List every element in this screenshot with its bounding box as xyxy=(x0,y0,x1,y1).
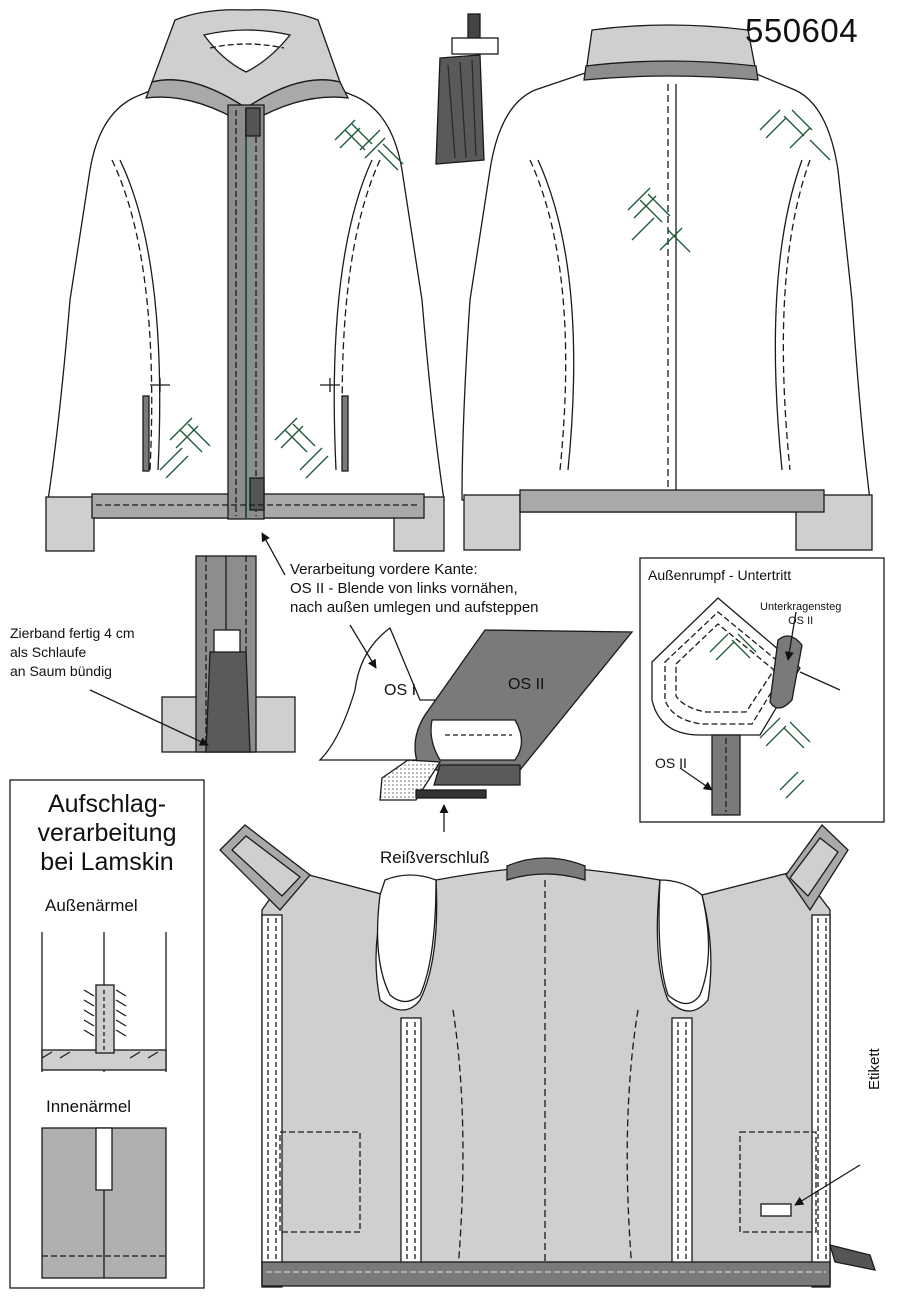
aufschlag-title-line: Aufschlag- xyxy=(47,790,167,818)
front-edge-note-line: nach außen umlegen und aufsteppen xyxy=(290,599,539,616)
aussenrumpf-title: Außenrumpf - Untertritt xyxy=(648,567,792,583)
front-edge-note: Verarbeitung vordere Kante: OS II - Blen… xyxy=(290,560,539,617)
unterkragensteg-line: Unterkragensteg xyxy=(760,601,842,613)
front-edge-note-line: Verarbeitung vordere Kante: xyxy=(290,561,478,578)
zierband-note-line: Zierband fertig 4 cm xyxy=(10,625,135,641)
aussenrumpf-untertritt-detail xyxy=(639,557,885,823)
aufschlag-title-line: verarbeitung xyxy=(37,819,177,847)
zipper-pull-detail xyxy=(435,13,499,165)
unterkragensteg-label: Unterkragensteg OS II xyxy=(760,600,841,628)
etikett-label: Etikett xyxy=(866,1048,883,1090)
os2-label: OS II xyxy=(508,676,545,693)
aufschlag-title-line: bei Lamskin xyxy=(40,848,174,876)
front-edge-fold-detail xyxy=(318,624,634,832)
front-edge-note-line: OS II - Blende von links vornähen, xyxy=(290,580,518,597)
zipper-label: Reißverschluß xyxy=(380,848,490,867)
zierband-note-line: als Schlaufe xyxy=(10,644,87,660)
zierband-note-line: an Saum bündig xyxy=(10,663,112,679)
flat-pattern-inside xyxy=(219,824,876,1288)
aufschlag-detail-box xyxy=(9,779,205,1289)
zierband-loop-detail xyxy=(89,555,296,753)
aufschlag-title: Aufschlag- verarbeitung bei Lamskin xyxy=(18,790,196,877)
arrow-front-edge xyxy=(261,532,286,576)
outer-sleeve-label: Außenärmel xyxy=(45,896,138,915)
front-jacket-drawing xyxy=(45,9,445,552)
back-jacket-drawing xyxy=(461,24,873,551)
os2-small-label: OS II xyxy=(655,755,687,771)
unterkragensteg-line: OS II xyxy=(788,615,814,627)
os1-label: OS I xyxy=(384,682,417,699)
zierband-note: Zierband fertig 4 cm als Schlaufe an Sau… xyxy=(10,624,135,681)
model-number: 550604 xyxy=(745,12,859,49)
inner-sleeve-label: Innenärmel xyxy=(46,1097,132,1116)
